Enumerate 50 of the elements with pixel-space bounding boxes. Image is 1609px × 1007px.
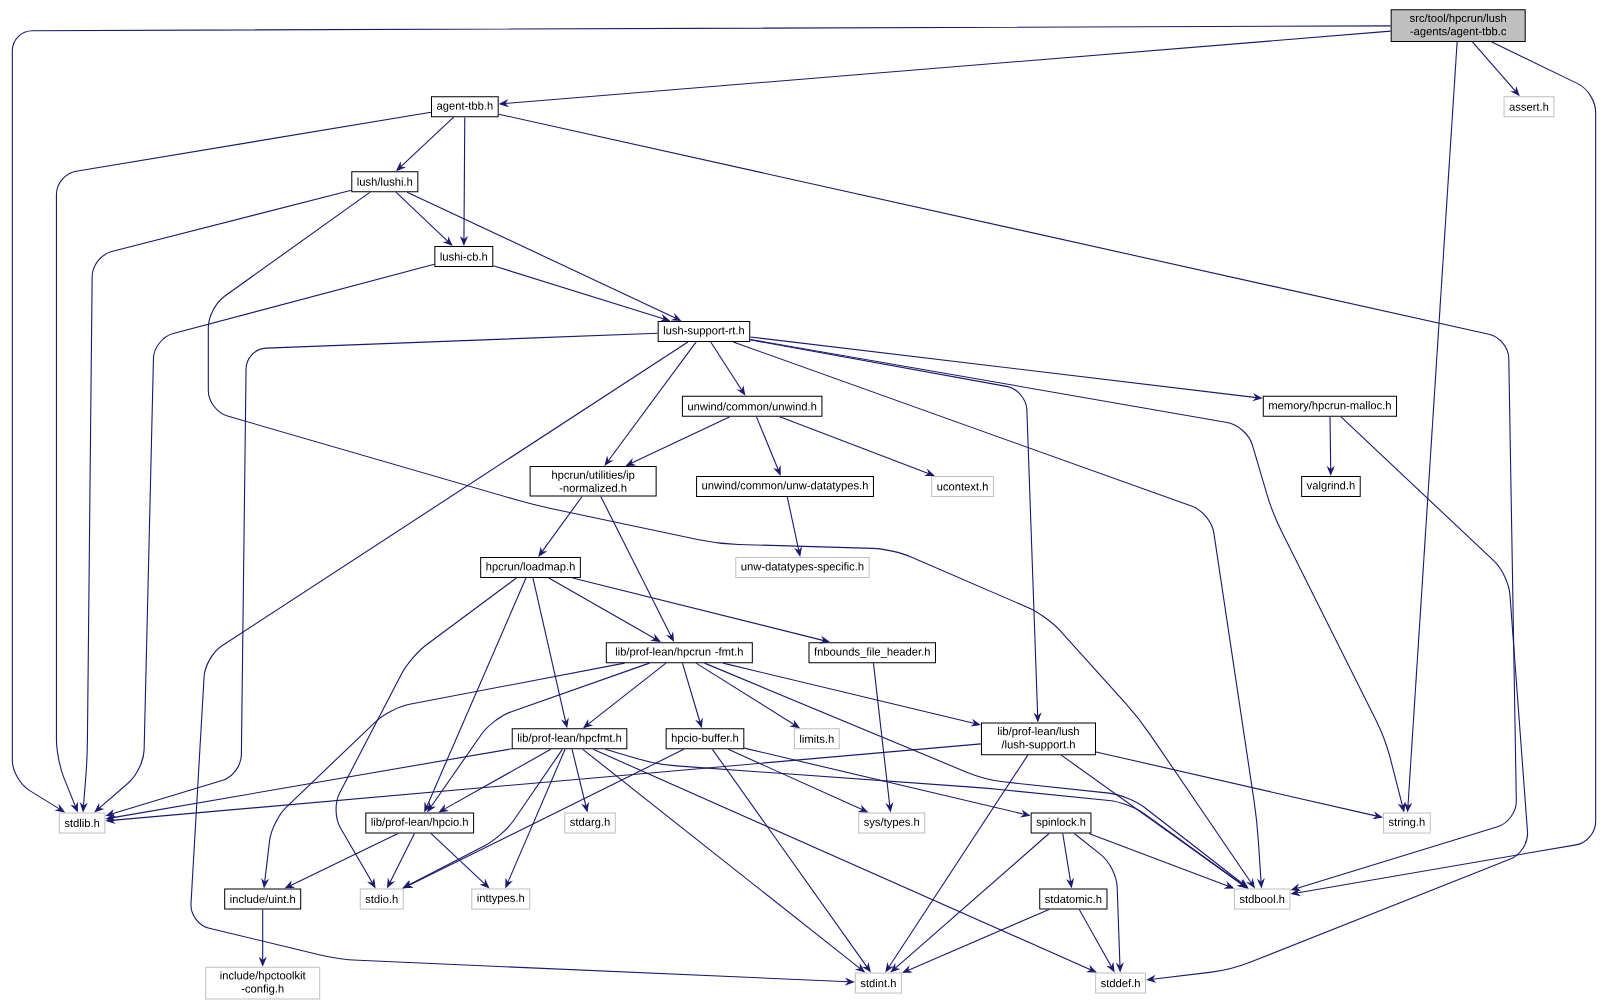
- file-box: lib/prof-lean/lush /lush-support.h: [980, 722, 1096, 756]
- file-box: inttypes.h: [471, 888, 531, 910]
- arrow: [548, 577, 661, 643]
- file-box: lushi-cb.h: [434, 246, 494, 268]
- arrow: [890, 833, 1050, 973]
- arrow: [885, 754, 1029, 973]
- file-box: valgrind.h: [1301, 476, 1361, 498]
- file-box: lush/lushi.h: [351, 171, 419, 193]
- file-box: stdbool.h: [1233, 888, 1291, 910]
- file-box: stdatomic.h: [1039, 888, 1108, 910]
- file-box: stdint.h: [854, 972, 902, 994]
- file-box: assert.h: [1503, 96, 1555, 118]
- arrow: [402, 748, 563, 889]
- file-box: stdio.h: [359, 888, 404, 910]
- file-box: spinlock.h: [1030, 812, 1092, 834]
- file-box: unw-datatypes-specific.h: [735, 557, 870, 579]
- file-box: hpcio-buffer.h: [665, 728, 745, 750]
- arrow: [11, 25, 1392, 813]
- arrow: [779, 416, 935, 477]
- arrow: [710, 341, 746, 396]
- file-box: unwind/common/unwind.h: [681, 396, 823, 418]
- file-box: lib/prof-lean/hpcrun -fmt.h: [605, 642, 753, 664]
- file-box: lib/prof-lean/hpcio.h: [365, 812, 475, 834]
- file-box: memory/hpcrun-malloc.h: [1262, 396, 1398, 418]
- file-box: unwind/common/unw-datatypes.h: [696, 476, 874, 498]
- arrow: [711, 748, 871, 973]
- file-box: stdarg.h: [564, 812, 616, 834]
- file-box: agent-tbb.h: [431, 96, 499, 118]
- arrow: [592, 748, 1097, 973]
- arrow: [1095, 751, 1383, 820]
- file-box: ucontext.h: [931, 476, 994, 498]
- file-box: fnbounds_file_header.h: [808, 642, 936, 664]
- file-box: include/uint.h: [224, 888, 302, 910]
- file-box: string.h: [1383, 812, 1431, 834]
- file-box: limits.h: [793, 728, 840, 750]
- file-box: sys/types.h: [858, 812, 926, 834]
- arrow: [430, 833, 490, 889]
- arrow: [1146, 416, 1529, 983]
- file-box: src/tool/hpcrun/lush -agents/agent-tbb.c: [1390, 9, 1526, 43]
- file-box: include/hpctoolkit -config.h: [205, 966, 321, 1000]
- file-box: stddef.h: [1095, 972, 1146, 994]
- file-box: lib/prof-lean/hpcfmt.h: [511, 728, 628, 750]
- file-box: hpcrun/loadmap.h: [480, 557, 581, 579]
- file-box: lush-support-rt.h: [657, 321, 751, 343]
- file-box: stdlib.h: [58, 812, 106, 834]
- arrow: [722, 662, 981, 727]
- arrow: [498, 113, 1517, 892]
- arrow: [704, 662, 1249, 889]
- arrow: [94, 263, 435, 813]
- file-box: hpcrun/utilities/ip -normalized.h: [529, 466, 657, 497]
